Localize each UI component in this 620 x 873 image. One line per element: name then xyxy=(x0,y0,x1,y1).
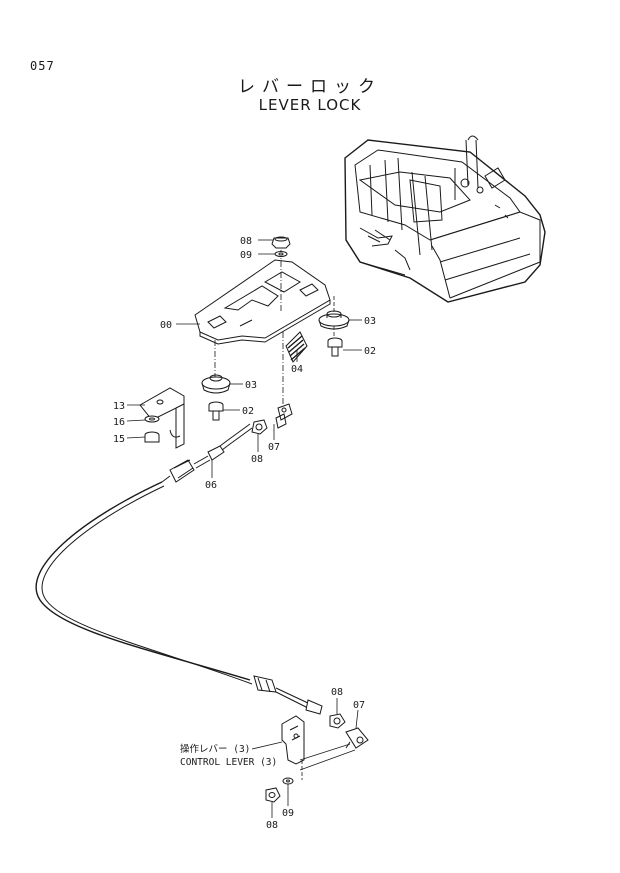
title-japanese: レバーロック xyxy=(238,77,382,97)
assembly-centerlines xyxy=(214,250,335,405)
label-08-low: 08 xyxy=(331,687,343,698)
label-08-mid: 08 xyxy=(251,454,263,465)
page-number: 057 xyxy=(30,59,55,73)
label-02-left: 02 xyxy=(242,406,254,417)
label-09-top: 09 xyxy=(240,250,252,261)
rubber-stopper-03-right xyxy=(318,310,350,330)
label-07-mid: 07 xyxy=(268,442,280,453)
washer-09-top xyxy=(274,251,288,257)
label-06: 06 xyxy=(205,480,217,491)
cable-end-07-low xyxy=(345,727,369,749)
bolt-02-right xyxy=(327,337,343,357)
nut-08-bottom xyxy=(265,787,281,803)
nut-08-low xyxy=(329,713,346,729)
label-04: 04 xyxy=(291,364,303,375)
label-03-left: 03 xyxy=(245,380,257,391)
title-english: LEVER LOCK xyxy=(258,96,362,114)
nut-08-top xyxy=(271,236,291,249)
note-control-lever-jp: 操作レバー (3) xyxy=(180,743,250,755)
washer-16 xyxy=(144,415,160,423)
spring-04 xyxy=(285,331,308,363)
label-15: 15 xyxy=(113,434,125,445)
label-03-right: 03 xyxy=(364,316,376,327)
control-lever-bracket xyxy=(281,715,356,780)
label-08-bottom: 08 xyxy=(266,820,278,831)
bolt-02-left xyxy=(208,401,224,421)
label-16: 16 xyxy=(113,417,125,428)
washer-09-bottom xyxy=(282,777,294,785)
cable-end-07-mid xyxy=(275,403,293,429)
rubber-stopper-03-left xyxy=(201,374,231,394)
bolt-15 xyxy=(144,431,160,443)
control-cable-06 xyxy=(35,423,323,715)
leader-lines xyxy=(126,239,362,818)
label-13: 13 xyxy=(113,401,125,412)
note-control-lever-en: CONTROL LEVER (3) xyxy=(180,757,277,768)
label-08-top: 08 xyxy=(240,236,252,247)
label-00: 00 xyxy=(160,320,172,331)
label-09-bottom: 09 xyxy=(282,808,294,819)
nut-08-mid xyxy=(251,419,268,435)
lever-lock-plate xyxy=(194,259,331,345)
label-07-low: 07 xyxy=(353,700,365,711)
label-02-right: 02 xyxy=(364,346,376,357)
machine-body-drawing xyxy=(344,135,546,303)
